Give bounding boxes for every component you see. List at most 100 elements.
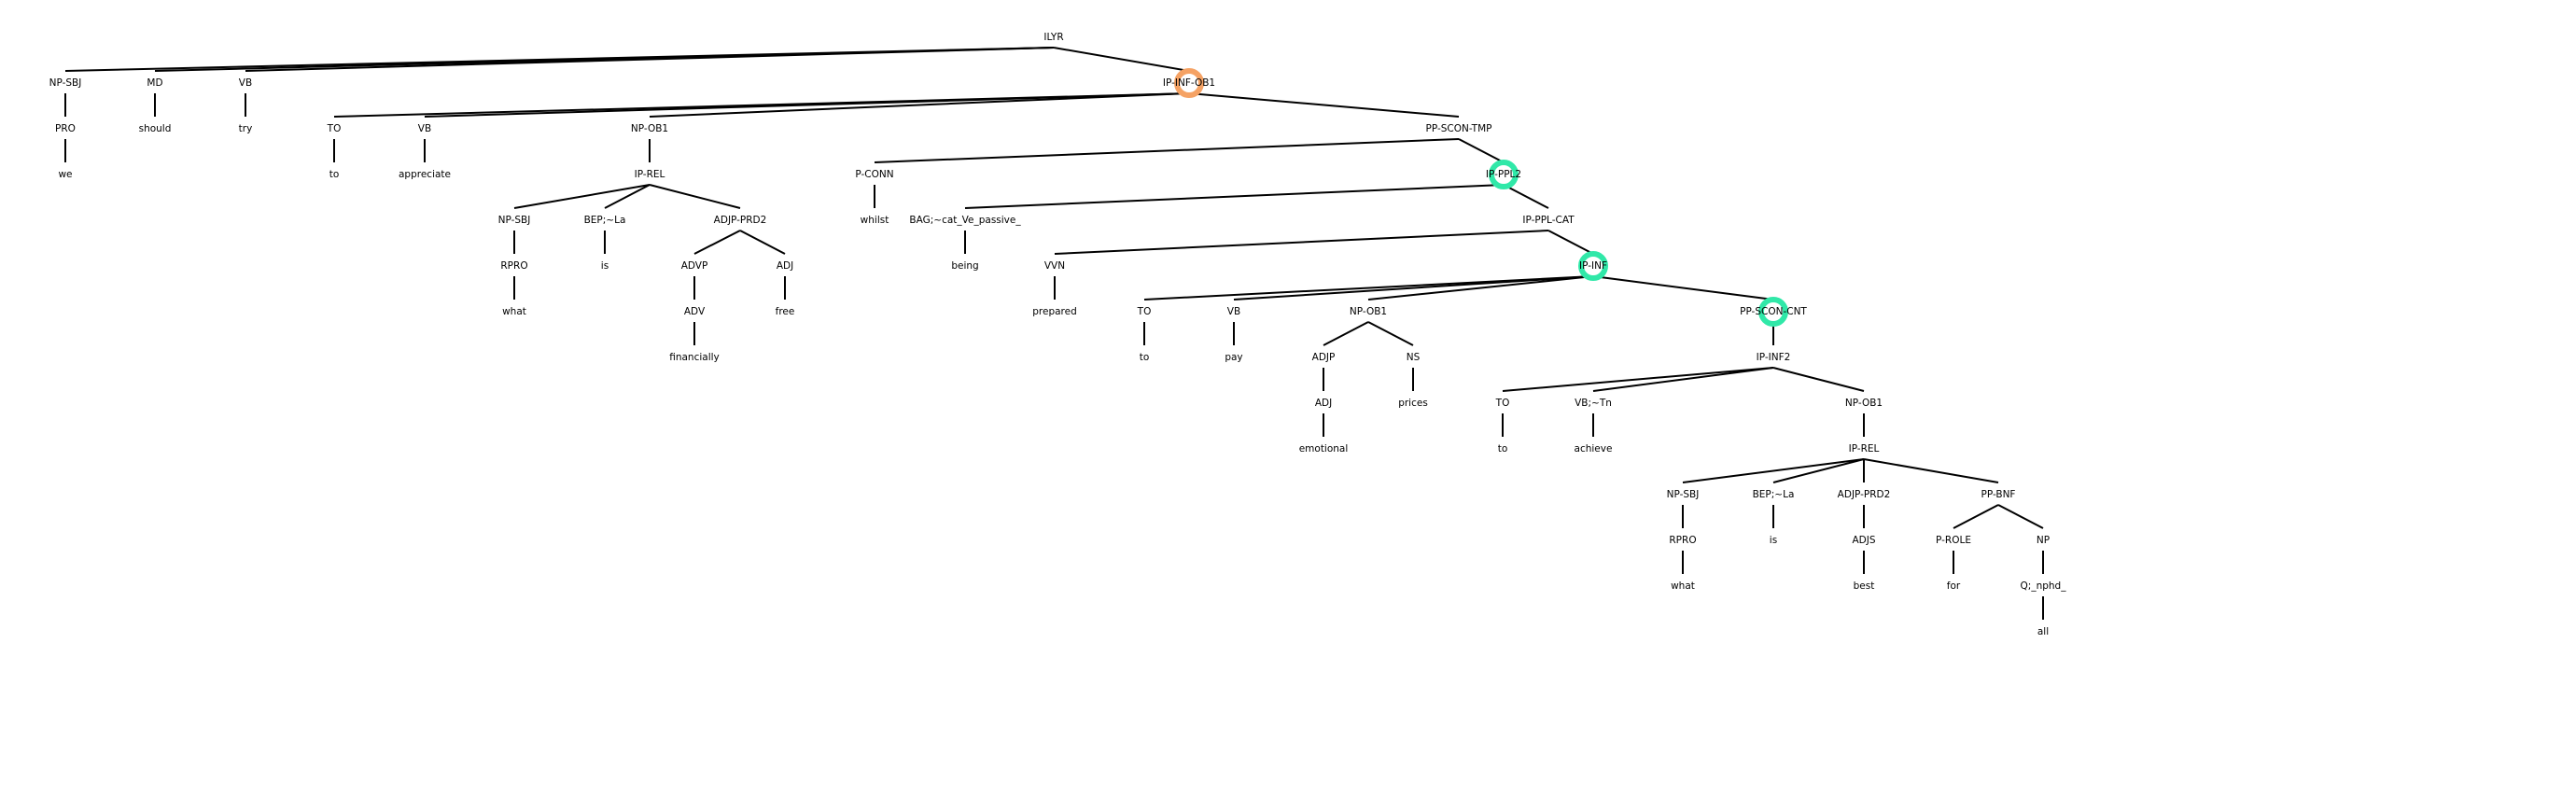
edge-n32-n33 — [1054, 230, 1549, 255]
node-label-to: TO — [1495, 398, 1510, 409]
node-label-ip-rel: IP-REL — [635, 169, 665, 180]
node-label-adjp-prd2: ADJP-PRD2 — [714, 215, 767, 226]
edge-n20-n24 — [739, 230, 786, 255]
node-label-rpro: RPRO — [500, 260, 527, 272]
edge-n26-n29 — [1458, 138, 1505, 163]
edge-n14-n18 — [604, 184, 651, 209]
green-node-marker — [1489, 160, 1519, 189]
edge-n0-n6 — [245, 47, 1055, 72]
node-label-advp: ADVP — [681, 260, 708, 272]
node-label-adjp: ADJP — [1312, 352, 1336, 363]
node-label-p-conn: P-CONN — [855, 169, 893, 180]
edge-n0-n8 — [1053, 47, 1190, 72]
green-node-marker — [1758, 297, 1788, 327]
node-label-free: free — [776, 306, 795, 317]
node-label-p-role: P-ROLE — [1936, 535, 1971, 546]
node-label-adjp-prd2: ADJP-PRD2 — [1838, 489, 1891, 500]
node-label-financially: financially — [669, 352, 720, 363]
node-label-try: try — [239, 123, 253, 134]
node-label-vb: VB — [418, 123, 431, 134]
node-label-pay: pay — [1225, 352, 1242, 363]
edge-n40-n41 — [1323, 321, 1369, 346]
edge-n47-n52 — [1772, 367, 1865, 392]
node-label-np-sbj: NP-SBJ — [49, 77, 82, 89]
node-label-vb-tn: VB;~Tn — [1575, 398, 1612, 409]
node-label-what: what — [502, 306, 526, 317]
node-label-all: all — [2037, 626, 2049, 637]
edge-n8-n26 — [1188, 92, 1460, 118]
edge-n47-n50 — [1592, 367, 1774, 392]
edge-n35-n46 — [1592, 275, 1774, 301]
edge-n35-n40 — [1367, 275, 1594, 301]
node-label-is: is — [601, 260, 609, 272]
node-label-bep-la: BEP;~La — [584, 215, 626, 226]
edge-n53-n57 — [1772, 458, 1865, 483]
edge-n29-n30 — [964, 184, 1505, 209]
node-label-adj: ADJ — [777, 260, 793, 272]
node-label-adjs: ADJS — [1852, 535, 1875, 546]
node-label-bep-la: BEP;~La — [1753, 489, 1795, 500]
node-label-for: for — [1947, 580, 1961, 592]
edge-n8-n11 — [424, 92, 1190, 118]
edge-n20-n21 — [693, 230, 741, 255]
orange-node-marker — [1174, 68, 1204, 98]
node-label-md: MD — [147, 77, 162, 89]
node-label-to: TO — [327, 123, 342, 134]
edge-n29-n32 — [1503, 184, 1549, 209]
edge-n26-n27 — [874, 138, 1460, 163]
node-label-adj: ADJ — [1315, 398, 1332, 409]
node-label-np-sbj: NP-SBJ — [498, 215, 531, 226]
edge-n62-n63 — [1953, 504, 1999, 529]
edge-n32-n35 — [1547, 230, 1594, 255]
node-label-np: NP — [2037, 535, 2050, 546]
edge-n62-n65 — [1997, 504, 2044, 529]
node-label-pro: PRO — [55, 123, 76, 134]
tree-labels: ILYRNP-SBJPROweMDshouldVBtryIP-INF-OB1TO… — [49, 32, 2067, 637]
edge-n35-n38 — [1233, 275, 1594, 301]
node-label-np-ob1: NP-OB1 — [631, 123, 668, 134]
node-label-vb: VB — [1227, 306, 1240, 317]
node-label-prices: prices — [1398, 398, 1428, 409]
node-label-np-ob1: NP-OB1 — [1845, 398, 1883, 409]
node-label-vb: VB — [239, 77, 252, 89]
node-label-ip-inf-ob1: IP-INF-OB1 — [1163, 77, 1215, 89]
tree-markers — [1174, 68, 1788, 327]
edge-n47-n48 — [1502, 367, 1774, 392]
edge-n14-n20 — [649, 184, 741, 209]
edge-n14-n15 — [513, 184, 651, 209]
node-label-appreciate: appreciate — [399, 169, 451, 180]
node-label-to: to — [1498, 443, 1508, 454]
edge-n40-n44 — [1367, 321, 1414, 346]
node-label-emotional: emotional — [1299, 443, 1349, 454]
node-label-bag-cat-ve-passive: BAG;~cat_Ve_passive_ — [909, 215, 1021, 226]
node-label-ip-inf2: IP-INF2 — [1757, 352, 1791, 363]
node-label-to: TO — [1137, 306, 1152, 317]
node-label-ip-ppl2: IP-PPL2 — [1486, 169, 1521, 180]
node-label-what: what — [1671, 580, 1695, 592]
node-label-is: is — [1770, 535, 1777, 546]
node-label-vvn: VVN — [1044, 260, 1065, 272]
node-label-pp-scon-tmp: PP-SCON-TMP — [1426, 123, 1492, 134]
node-label-rpro: RPRO — [1669, 535, 1696, 546]
edge-n35-n36 — [1143, 275, 1594, 301]
node-label-to: to — [329, 169, 340, 180]
tree-edges — [64, 47, 2044, 620]
node-label-ip-rel: IP-REL — [1849, 443, 1880, 454]
node-label-should: should — [139, 123, 172, 134]
node-label-whilst: whilst — [861, 215, 889, 226]
node-label-achieve: achieve — [1575, 443, 1613, 454]
edge-n53-n62 — [1863, 458, 1999, 483]
node-label-np-ob1: NP-OB1 — [1350, 306, 1387, 317]
edge-n8-n13 — [649, 92, 1190, 118]
edge-n53-n54 — [1682, 458, 1865, 483]
green-node-marker — [1578, 251, 1608, 281]
node-label-ip-ppl-cat: IP-PPL-CAT — [1522, 215, 1575, 226]
node-label-pp-bnf: PP-BNF — [1981, 489, 2016, 500]
node-label-ilyr: ILYR — [1043, 32, 1063, 43]
node-label-np-sbj: NP-SBJ — [1667, 489, 1700, 500]
node-label-to: to — [1140, 352, 1150, 363]
node-label-ns: NS — [1407, 352, 1421, 363]
node-label-best: best — [1854, 580, 1875, 592]
node-label-prepared: prepared — [1032, 306, 1077, 317]
